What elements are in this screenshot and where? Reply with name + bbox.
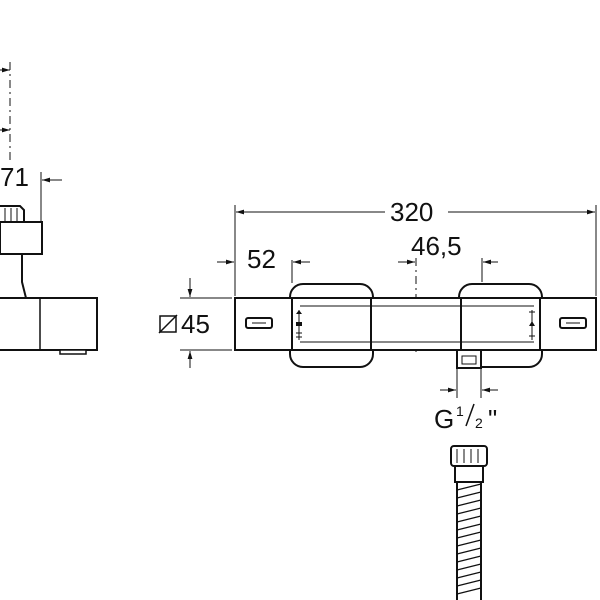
side-mount-block [0, 221, 43, 255]
side-outlet [59, 349, 87, 355]
flow-scale-icon [529, 310, 535, 340]
hose-spiral [456, 483, 482, 595]
thread-inch-mark: " [488, 404, 497, 434]
thermostat-body [234, 297, 597, 351]
left-knob-inner [291, 298, 372, 350]
dim-45-label: 45 [181, 309, 210, 339]
dim-320-label: 320 [390, 197, 433, 227]
thread-fraction-numerator: 1 [456, 403, 464, 419]
dim-46-5-label: 46,5 [411, 231, 462, 261]
outlet-connector-inner [461, 355, 477, 365]
hose-nut [450, 445, 488, 467]
thread-fraction-slash [465, 403, 475, 427]
side-threaded-nut [0, 205, 25, 223]
side-body [0, 297, 98, 351]
side-view: 71 [0, 62, 98, 355]
side-neck [0, 253, 28, 299]
shower-hose [450, 445, 488, 600]
thread-letter: G [434, 404, 454, 434]
right-knob-inner [460, 298, 541, 350]
temperature-scale-icon [296, 310, 302, 340]
thread-fraction-denominator: 2 [475, 415, 483, 431]
dim-52-label: 52 [247, 244, 276, 274]
dim-71-label: 71 [0, 162, 29, 192]
diameter-icon [158, 314, 178, 334]
thread-size-label: G [434, 404, 454, 434]
hose-collar [454, 465, 484, 483]
front-view: 320 52 46,5 45 [158, 197, 597, 600]
